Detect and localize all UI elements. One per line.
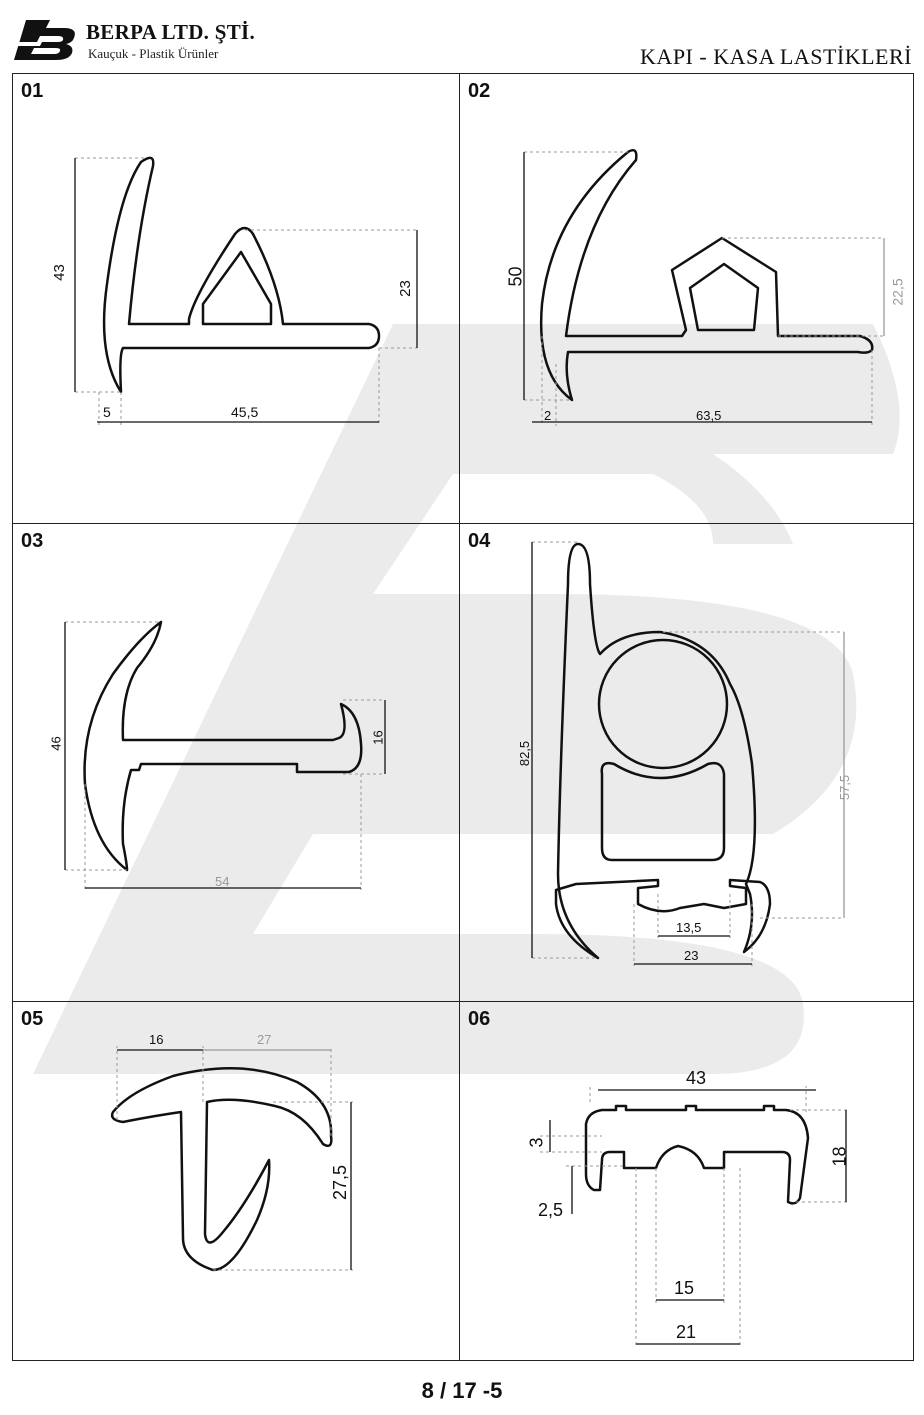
profile-cell-04: 04 82,5 57,5 13,5 23 [460, 524, 913, 1002]
dim-height: 43 [50, 264, 68, 281]
page-header: BERPA LTD. ŞTİ. Kauçuk - Plastik Ürünler… [0, 0, 924, 72]
berpa-logo [12, 16, 82, 67]
dim-channel: 21 [676, 1322, 697, 1342]
company-tagline: Kauçuk - Plastik Ürünler [88, 46, 219, 61]
dim-rib: 23 [396, 280, 414, 297]
dim-groove: 15 [674, 1278, 695, 1298]
dim-body: 57,5 [837, 774, 853, 801]
profile-02-drawing [523, 149, 885, 426]
dim-height: 27,5 [330, 1164, 351, 1201]
profile-number: 04 [468, 530, 491, 552]
dim-right: 27 [257, 1032, 272, 1047]
dim-height: 82,5 [517, 740, 533, 767]
profile-cell-06: 06 43 18 3 2 [460, 1002, 913, 1360]
company-name: BERPA LTD. ŞTİ. [86, 20, 256, 44]
page-number: 8 / 17 -5 [421, 1378, 503, 1403]
profile-grid: 01 43 23 5 45,5 02 [12, 73, 914, 1361]
dim-height: 50 [505, 266, 526, 287]
profile-cell-02: 02 50 22,5 2 63,5 [460, 74, 913, 524]
profile-number: 02 [468, 80, 491, 102]
dim-width: 23 [684, 948, 699, 963]
section-title: KAPI - KASA LASTİKLERİ [640, 44, 912, 69]
dim-width: 54 [215, 874, 230, 889]
profile-cell-03: 03 46 16 54 [13, 524, 460, 1002]
profile-cell-05: 05 16 27 27,5 [13, 1002, 460, 1360]
profile-number: 05 [21, 1008, 44, 1030]
profile-06-drawing [540, 1086, 850, 1346]
profile-05-drawing [110, 1046, 353, 1272]
dim-width: 63,5 [696, 408, 722, 423]
dim-height: 18 [829, 1146, 850, 1167]
dim-lip: 16 [370, 730, 386, 745]
profile-number: 06 [468, 1008, 491, 1030]
dim-base: 5 [103, 404, 111, 420]
profile-cell-01: 01 43 23 5 45,5 [13, 74, 460, 524]
dim-width: 43 [686, 1068, 707, 1088]
profile-number: 03 [21, 530, 44, 552]
dim-height: 46 [48, 736, 64, 751]
dim-lip: 3 [526, 1137, 547, 1148]
dim-rib: 22,5 [889, 278, 906, 306]
profile-number: 01 [21, 80, 44, 102]
dim-base: 2 [544, 408, 552, 423]
dim-slot: 13,5 [676, 920, 702, 935]
dim-base: 2,5 [538, 1200, 564, 1220]
profile-01-drawing [74, 156, 418, 426]
dim-width: 45,5 [231, 404, 259, 420]
dim-left: 16 [149, 1032, 164, 1047]
profile-03-drawing [64, 620, 386, 890]
